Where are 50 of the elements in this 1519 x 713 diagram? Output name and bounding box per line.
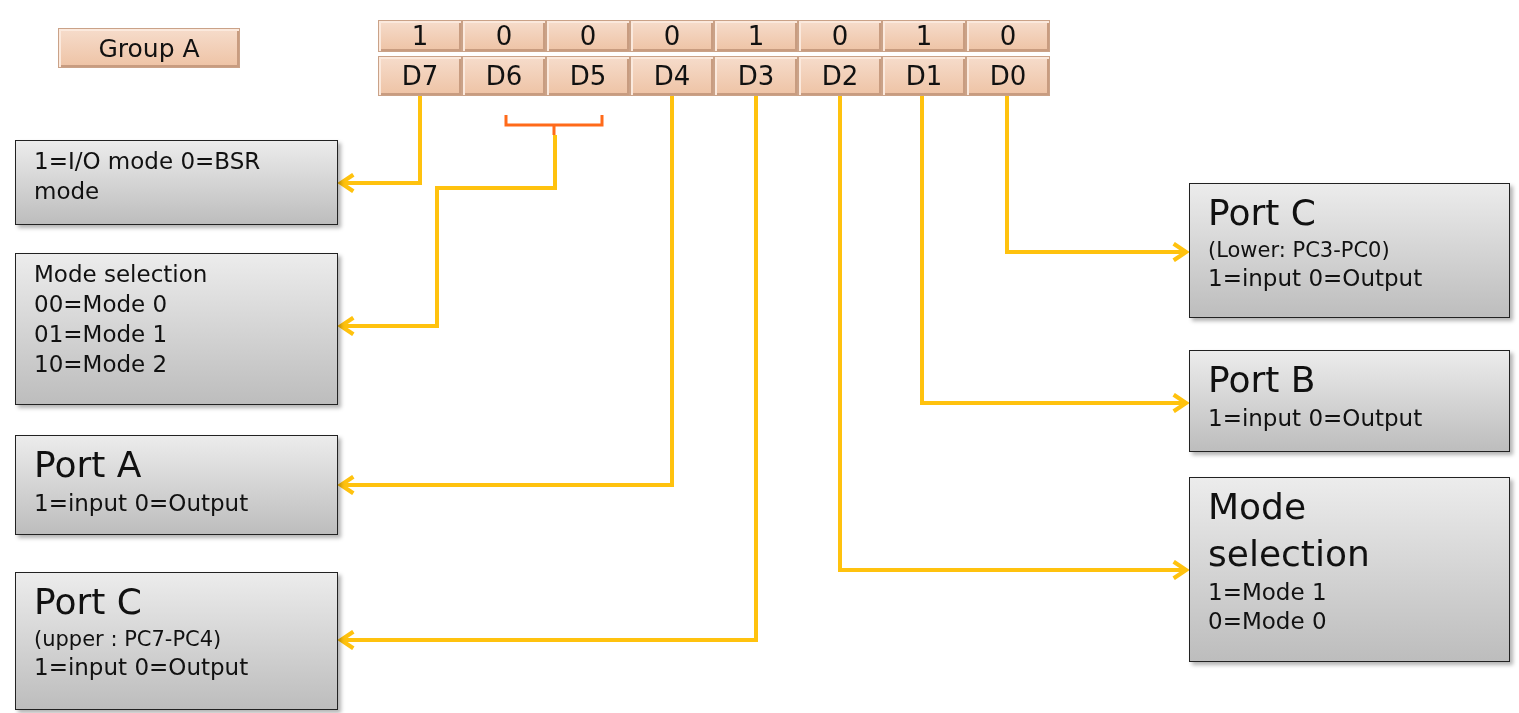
box-heading: Port C bbox=[1208, 191, 1317, 235]
group-label: Group A bbox=[58, 28, 240, 68]
box-text: 1=input 0=Output bbox=[1208, 264, 1424, 294]
bracket bbox=[504, 113, 604, 135]
bit-value: 1 bbox=[378, 20, 462, 52]
bit-value: 1 bbox=[882, 20, 966, 52]
box-text: 0=Mode 0 bbox=[1208, 607, 1328, 637]
info-box bbox=[1189, 183, 1510, 318]
bit-value: 0 bbox=[546, 20, 630, 52]
box-text: 00=Mode 0 bbox=[34, 289, 169, 319]
arrow bbox=[338, 96, 422, 194]
info-box bbox=[15, 253, 338, 405]
info-box bbox=[15, 572, 338, 710]
bit-name: D2 bbox=[798, 56, 882, 96]
bit-value: 0 bbox=[798, 20, 882, 52]
bit-name: D3 bbox=[714, 56, 798, 96]
bit-name: D4 bbox=[630, 56, 714, 96]
bit-name: D5 bbox=[546, 56, 630, 96]
box-text: 1=Mode 1 bbox=[1208, 577, 1328, 607]
info-box bbox=[15, 435, 338, 535]
arrow bbox=[838, 96, 1189, 581]
box-heading: Port A bbox=[34, 443, 143, 487]
box-text: 1=input 0=Output bbox=[1208, 403, 1424, 433]
info-box bbox=[15, 140, 338, 225]
info-box bbox=[1189, 350, 1510, 452]
bit-value: 0 bbox=[630, 20, 714, 52]
arrow bbox=[920, 96, 1189, 414]
info-box bbox=[1189, 477, 1510, 662]
bit-value: 0 bbox=[462, 20, 546, 52]
arrow bbox=[338, 96, 758, 651]
bit-name: D1 bbox=[882, 56, 966, 96]
box-heading: Port B bbox=[1208, 358, 1317, 402]
box-text: 1=input 0=Output bbox=[34, 488, 250, 518]
bit-value: 0 bbox=[966, 20, 1050, 52]
box-text: (Lower: PC3-PC0) bbox=[1208, 236, 1391, 264]
box-text: 1=I/O mode 0=BSR mode bbox=[34, 147, 262, 206]
arrow bbox=[338, 135, 557, 337]
box-text: 1=input 0=Output bbox=[34, 653, 250, 683]
bit-name: D7 bbox=[378, 56, 462, 96]
box-text: Mode selection bbox=[34, 260, 209, 289]
box-heading: Port C bbox=[34, 580, 143, 624]
box-heading: Mode selection bbox=[1208, 485, 1371, 576]
bit-name: D6 bbox=[462, 56, 546, 96]
bit-value: 1 bbox=[714, 20, 798, 52]
box-text: (upper : PC7-PC4) bbox=[34, 625, 223, 653]
box-text: 01=Mode 1 bbox=[34, 319, 169, 349]
bit-name: D0 bbox=[966, 56, 1050, 96]
box-text: 10=Mode 2 bbox=[34, 349, 169, 379]
arrow bbox=[1005, 96, 1189, 263]
arrow bbox=[338, 96, 674, 496]
